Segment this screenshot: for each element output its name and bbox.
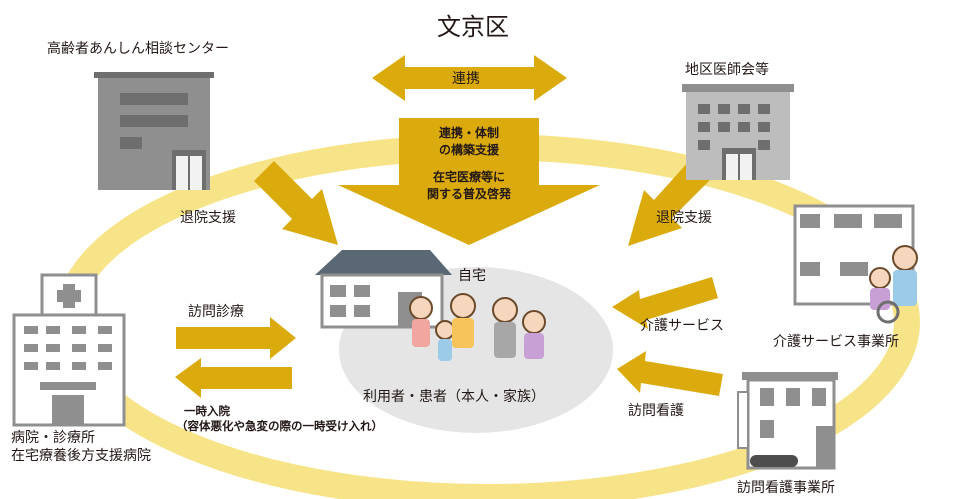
support-line-3: 在宅医療等に <box>432 170 505 184</box>
care-office-building-icon <box>793 204 918 324</box>
patients-label: 利用者・患者（本人・家族） <box>363 389 545 405</box>
support-line-2: の構築支援 <box>438 143 499 157</box>
collaboration-arrow-label: 連携 <box>452 71 480 87</box>
support-arrow-label: 連携・体制 の構築支援 在宅医療等に 関する普及啓発 <box>399 125 539 203</box>
support-line-1: 連携・体制 <box>438 126 499 140</box>
discharge-arrow-right <box>628 160 710 246</box>
temporary-admission-arrow <box>175 358 292 398</box>
discharge-arrow-left <box>254 161 338 245</box>
home-visit-arrow <box>176 317 296 359</box>
discharge-label-left: 退院支援 <box>180 210 236 226</box>
home-house-icon <box>315 250 452 329</box>
discharge-label-right: 退院支援 <box>656 210 712 226</box>
home-nursing-label: 訪問看護 <box>628 403 684 419</box>
support-line-4: 関する普及啓発 <box>426 187 511 201</box>
home-nursing-arrow <box>617 351 723 396</box>
care-service-label: 介護サービス <box>640 318 724 334</box>
family-illustration-icon <box>409 293 546 361</box>
senior-center-building-icon <box>94 72 214 190</box>
collaboration-arrow <box>372 55 567 101</box>
care-service-arrow <box>612 277 718 329</box>
temp-admission-label-2: （容体悪化や急変の際の一時受け入れ） <box>176 419 383 433</box>
nursing-office-building-icon <box>737 372 838 470</box>
senior-center-label: 高齢者あんしん相談センター <box>47 41 229 57</box>
nursing-office-label: 訪問看護事業所 <box>737 480 835 496</box>
support-arrow <box>338 118 600 245</box>
care-office-label: 介護サービス事業所 <box>773 334 899 350</box>
hospital-building-icon <box>12 273 126 427</box>
diagram-title: 文京区 <box>437 13 509 41</box>
hospital-label-1: 病院・診療所 <box>11 430 95 446</box>
medical-association-building-icon <box>682 84 794 180</box>
hospital-label-2: 在宅療養後方支援病院 <box>11 448 151 464</box>
home-label: 自宅 <box>458 268 486 284</box>
temp-admission-label-1: 一時入院 <box>184 404 230 418</box>
home-visit-label: 訪問診療 <box>188 304 244 320</box>
medical-association-label: 地区医師会等 <box>685 62 769 78</box>
